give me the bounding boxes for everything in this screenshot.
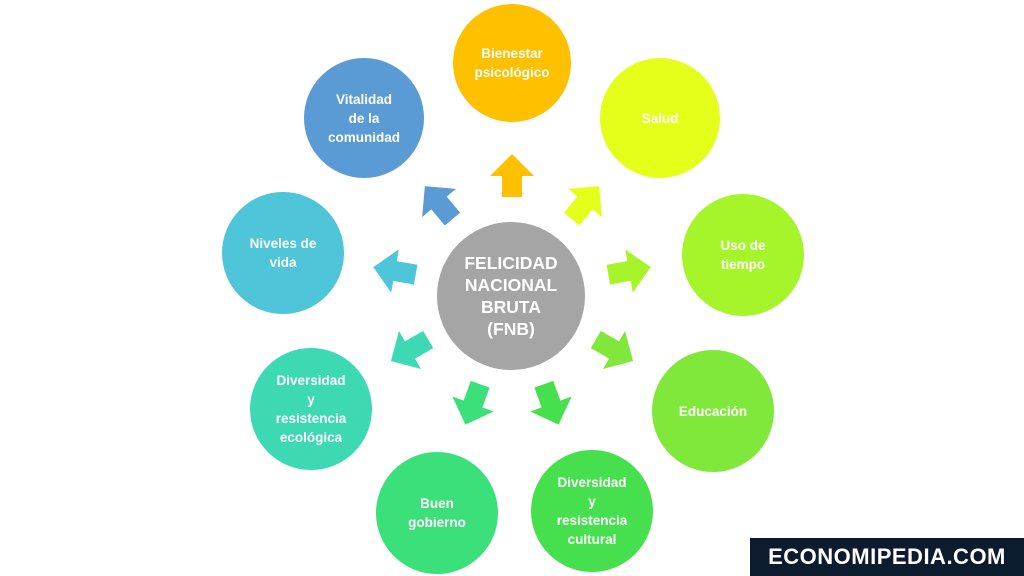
arrow-to-niveles-vida (373, 249, 418, 293)
arrow-to-vitalidad (422, 186, 461, 226)
node-label: Uso de tiempo (720, 238, 766, 272)
node-diversidad-cultural: Diversidad y resistencia cultural (531, 450, 653, 572)
arrow-shape (563, 186, 602, 226)
center-node-label: FELICIDAD NACIONAL BRUTA (FNB) (464, 253, 558, 339)
arrow-to-diversidad-ecologica (390, 330, 434, 370)
arrow-to-buen-gobierno (452, 380, 494, 425)
center-node-fnb: FELICIDAD NACIONAL BRUTA (FNB) (437, 222, 585, 370)
arrow-shape (452, 380, 494, 425)
node-educacion: Educación (652, 350, 774, 472)
arrow-to-educacion (590, 330, 634, 370)
arrow-shape (422, 186, 461, 226)
arrow-shape (490, 154, 534, 197)
arrow-to-uso-tiempo (606, 249, 651, 293)
node-vitalidad-comunidad: Vitalidad de la comunidad (304, 58, 424, 178)
node-niveles-de-vida: Niveles de vida (222, 192, 344, 314)
node-bienestar-psicologico: Bienestar psicológico (453, 4, 571, 122)
arrow-shape (530, 380, 572, 425)
node-label: Bienestar psicológico (474, 46, 550, 80)
brand-text: ECONOMIPEDIA.COM (768, 544, 1006, 569)
arrow-shape (373, 249, 418, 293)
arrow-to-bienestar (490, 154, 534, 197)
node-label: Niveles de vida (249, 236, 317, 270)
node-salud: Salud (600, 58, 720, 178)
node-label: Diversidad y resistencia ecológica (275, 373, 347, 445)
arrow-to-diversidad-cultural (530, 380, 572, 425)
node-label: Educación (678, 403, 748, 419)
node-label: Diversidad y resistencia cultural (556, 475, 628, 547)
arrow-to-salud (563, 186, 602, 226)
brand-banner: ECONOMIPEDIA.COM (750, 538, 1024, 576)
node-uso-de-tiempo: Uso de tiempo (682, 194, 804, 316)
arrow-shape (390, 330, 434, 370)
node-buen-gobierno: Buen gobierno (376, 452, 498, 574)
node-label: Buen gobierno (408, 496, 466, 530)
node-label: Vitalidad de la comunidad (327, 91, 400, 145)
node-label: Salud (641, 110, 679, 126)
node-diversidad-ecologica: Diversidad y resistencia ecológica (250, 348, 372, 470)
arrow-shape (590, 330, 634, 370)
arrow-shape (606, 249, 651, 293)
